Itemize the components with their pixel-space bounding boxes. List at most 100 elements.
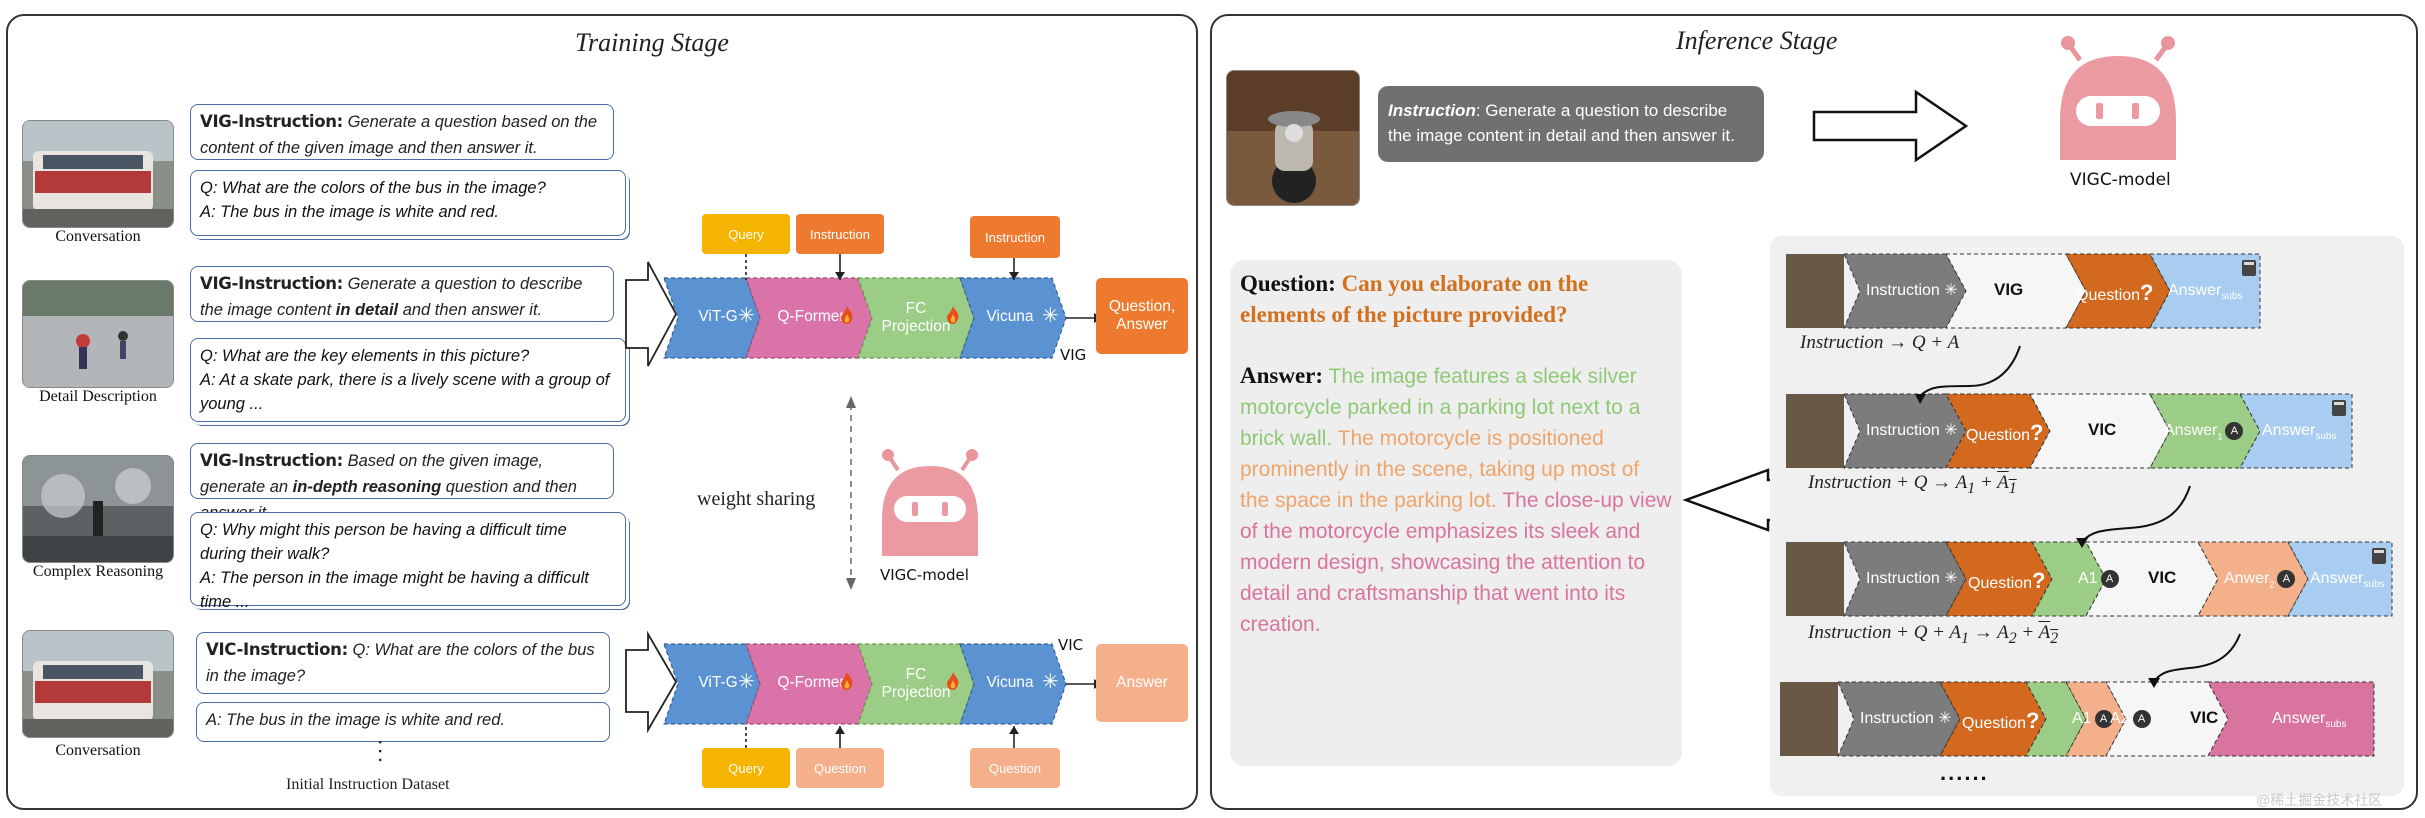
seq2-vic: VIC <box>2088 420 2117 439</box>
vig-pipeline-name: VIG <box>1060 346 1087 364</box>
vic-vit-block <box>663 643 761 725</box>
question-text-2: Q: What are the key elements in this pic… <box>200 347 530 365</box>
calculator-icon-1 <box>2242 260 2256 276</box>
motorcycle-image <box>1226 70 1360 206</box>
inference-stage-title: Inference Stage <box>1676 26 1838 55</box>
conversation-label-2: Conversation <box>55 742 141 759</box>
seq3-question: Question? <box>1968 568 2046 593</box>
rainy-street-image <box>22 455 174 563</box>
vig-instruction-tag-2: Instruction <box>985 229 1045 245</box>
dataset-dots: . . . <box>375 740 392 763</box>
seq1-question: Question? <box>2076 280 2154 305</box>
seq4-vic: VIC <box>2190 708 2219 727</box>
vig-instruction-tag-box <box>796 214 884 254</box>
qa-box-2: Q: What are the key elements in this pic… <box>190 338 626 422</box>
robot-icon-inference <box>2060 36 2176 160</box>
vic-vicuna-label: Vicuna <box>986 674 1034 691</box>
seq4-question: Question? <box>1962 708 2040 733</box>
vig-vicuna-block <box>959 277 1067 359</box>
seq1-vig: VIG <box>1994 280 2024 299</box>
seq-row-2 <box>1786 393 2353 469</box>
detail-description-label: Detail Description <box>39 388 157 405</box>
seq3-instruction: Instruction ✳ <box>1866 570 1958 587</box>
watermark: @稀土掘金技术社区 <box>2256 792 2383 808</box>
vig-instruction-tag: Instruction <box>810 226 870 242</box>
qa-result-panel <box>1230 260 1682 766</box>
vig-output-box <box>1096 278 1188 354</box>
vig-query-tag-box <box>702 214 790 254</box>
vig-vit-label: ViT-G <box>698 308 738 325</box>
training-stage-title: Training Stage <box>575 28 729 57</box>
vig-instruction-box-1: VIG-Instruction: Generate a question bas… <box>190 104 614 160</box>
vic-query-tag-box <box>702 748 790 788</box>
vic-output-box <box>1096 644 1188 722</box>
snowflake-icon: ✳ <box>738 305 755 327</box>
answer-box-vic: A: The bus in the image is white and red… <box>196 702 610 742</box>
vic-question-tag: Question <box>813 760 867 776</box>
vic-vit-label: ViT-G <box>698 674 738 691</box>
vig-vit-block <box>663 277 761 359</box>
vigc-model-label-inference: VIGC-model <box>2070 170 2171 190</box>
vigc-model-label-training: VIGC-model <box>880 566 969 584</box>
result-answer: Answer: The image features a sleek silve… <box>1240 363 1672 636</box>
vig-fc-label: FC Projection <box>881 300 951 335</box>
vic-question-tag-2: Question <box>988 760 1042 776</box>
seq2-question: Question? <box>1966 420 2044 445</box>
seq1-answer: Answersubs <box>2168 282 2243 303</box>
bus-image-1 <box>22 120 174 228</box>
snowflake-icon: ✳ <box>1042 671 1059 693</box>
skate-park-image <box>22 280 174 388</box>
answer-text-3: A: The person in the image might be havi… <box>200 569 589 611</box>
arrow-to-result <box>1682 468 1782 532</box>
vic-question-tag-box-2 <box>970 748 1060 788</box>
vic-pipeline-name: VIC <box>1058 636 1084 654</box>
snowflake-icon: ✳ <box>738 671 755 693</box>
formula-2: Instruction + Q → A1 + A1 <box>1808 472 2017 497</box>
complex-reasoning-label: Complex Reasoning <box>32 563 164 580</box>
conversation-label-1: Conversation <box>55 228 141 245</box>
seq-row-4 <box>1780 681 2375 757</box>
bus-image-2 <box>22 630 174 738</box>
seq2-answer-subs: Answersubs <box>2262 422 2337 443</box>
snowflake-icon: ✳ <box>1042 305 1059 327</box>
calculator-icon-3 <box>2372 548 2386 564</box>
vic-vicuna-block <box>959 643 1067 725</box>
seq-row-1 <box>1786 253 2261 329</box>
vic-question-tag-box <box>796 748 884 788</box>
weight-sharing-label: weight sharing <box>697 488 816 510</box>
question-text-1: Q: What are the colors of the bus in the… <box>200 179 546 197</box>
vig-qformer-label: Q-Former <box>777 308 845 325</box>
formula-1: Instruction → Q + A <box>1800 332 1960 353</box>
vic-instruction-box: VIC-Instruction: Q: What are the colors … <box>196 632 610 694</box>
seq3-answer-subs: Answersubs <box>2310 570 2385 591</box>
fire-icon <box>841 672 853 690</box>
vic-query-tag: Query <box>728 760 764 776</box>
calculator-icon-2 <box>2332 400 2346 416</box>
fire-icon <box>947 306 959 324</box>
inference-arrows <box>1682 36 2176 532</box>
fire-icon <box>947 672 959 690</box>
seq-row-3 <box>1786 541 2393 617</box>
initial-dataset-label: Initial Instruction Dataset <box>286 776 450 793</box>
seq1-instruction: Instruction ✳ <box>1866 282 1958 299</box>
vig-output-label: Question, Answer <box>1108 298 1176 333</box>
vig-instruction-tag-box-2 <box>970 216 1060 258</box>
sequence-diagram <box>1780 253 2393 757</box>
question-text-3: Q: Why might this person be having a dif… <box>200 521 567 563</box>
seq4-instruction: Instruction ✳ <box>1860 710 1952 727</box>
vig-query-tag: Query <box>728 226 764 242</box>
training-pipelines <box>625 214 1188 788</box>
seq3-vic: VIC <box>2148 568 2177 587</box>
fire-icon <box>841 306 853 324</box>
vig-vicuna-label: Vicuna <box>986 308 1034 325</box>
formula-3: Instruction + Q + A1 → A2 + A2 <box>1808 622 2059 647</box>
seq4-answer-subs: Answersubs <box>2272 710 2347 731</box>
arrow-to-model <box>1812 89 1969 163</box>
result-question: Question: Can you elaborate on the eleme… <box>1240 271 1589 327</box>
sequence-ellipsis: ...... <box>1940 760 1989 785</box>
